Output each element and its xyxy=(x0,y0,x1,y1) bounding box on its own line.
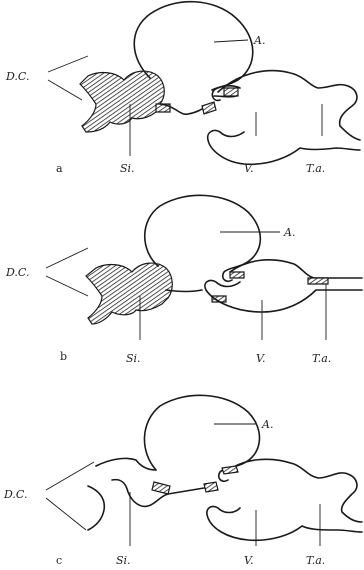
label-truncus: T.a. xyxy=(306,554,325,567)
label-atrium: A. xyxy=(253,34,265,47)
pointer-dc-upper xyxy=(45,461,95,491)
panel-b: A. D.C. Si. V. T.a. b xyxy=(5,194,363,365)
av-canal-hatch-top xyxy=(229,271,245,279)
pointer-dc-upper xyxy=(45,247,89,269)
label-ventricle: V. xyxy=(256,352,266,365)
panel-a: A. D.C. Si. V. T.a. a xyxy=(5,0,361,175)
label-sinus: Si. xyxy=(126,352,141,365)
label-sinus: Si. xyxy=(116,554,131,567)
sinus-valve-hatch xyxy=(151,481,171,495)
label-truncus: T.a. xyxy=(306,162,325,175)
panel-letter-a: a xyxy=(56,162,63,175)
sinus-valve-hatch xyxy=(211,295,227,303)
av-canal-hatch-top xyxy=(223,87,239,97)
label-ventricle: V. xyxy=(244,554,254,567)
panel-letter-b: b xyxy=(60,350,67,363)
label-truncus: T.a. xyxy=(312,352,331,365)
av-canal-hatch-bottom xyxy=(203,481,219,493)
heart-outline xyxy=(144,194,363,313)
label-atrium: A. xyxy=(261,418,273,431)
label-ductus: D.C. xyxy=(5,266,29,279)
heart-outline xyxy=(143,394,363,542)
pointer-dc-lower xyxy=(45,497,87,531)
truncus-hatch xyxy=(307,277,329,285)
av-canal-hatch-bottom xyxy=(201,101,217,115)
label-atrium: A. xyxy=(283,226,295,239)
sinus-hatched-region xyxy=(79,70,165,133)
pointer-dc-lower xyxy=(45,275,89,297)
heart-outline xyxy=(133,0,361,166)
label-ductus: D.C. xyxy=(5,70,29,83)
ductus-outline xyxy=(87,457,169,531)
pointer-dc-lower xyxy=(47,79,83,101)
pointer-dc-upper xyxy=(47,55,89,73)
label-ductus: D.C. xyxy=(3,488,27,501)
sinus-hatched-region xyxy=(85,262,173,325)
av-canal-hatch-top xyxy=(221,465,239,475)
panel-letter-c: c xyxy=(56,554,62,567)
panel-c: A. D.C. Si. V. T.a. c xyxy=(3,394,363,567)
pointer-atrium xyxy=(213,39,249,43)
label-ventricle: V. xyxy=(244,162,254,175)
label-sinus: Si. xyxy=(120,162,135,175)
